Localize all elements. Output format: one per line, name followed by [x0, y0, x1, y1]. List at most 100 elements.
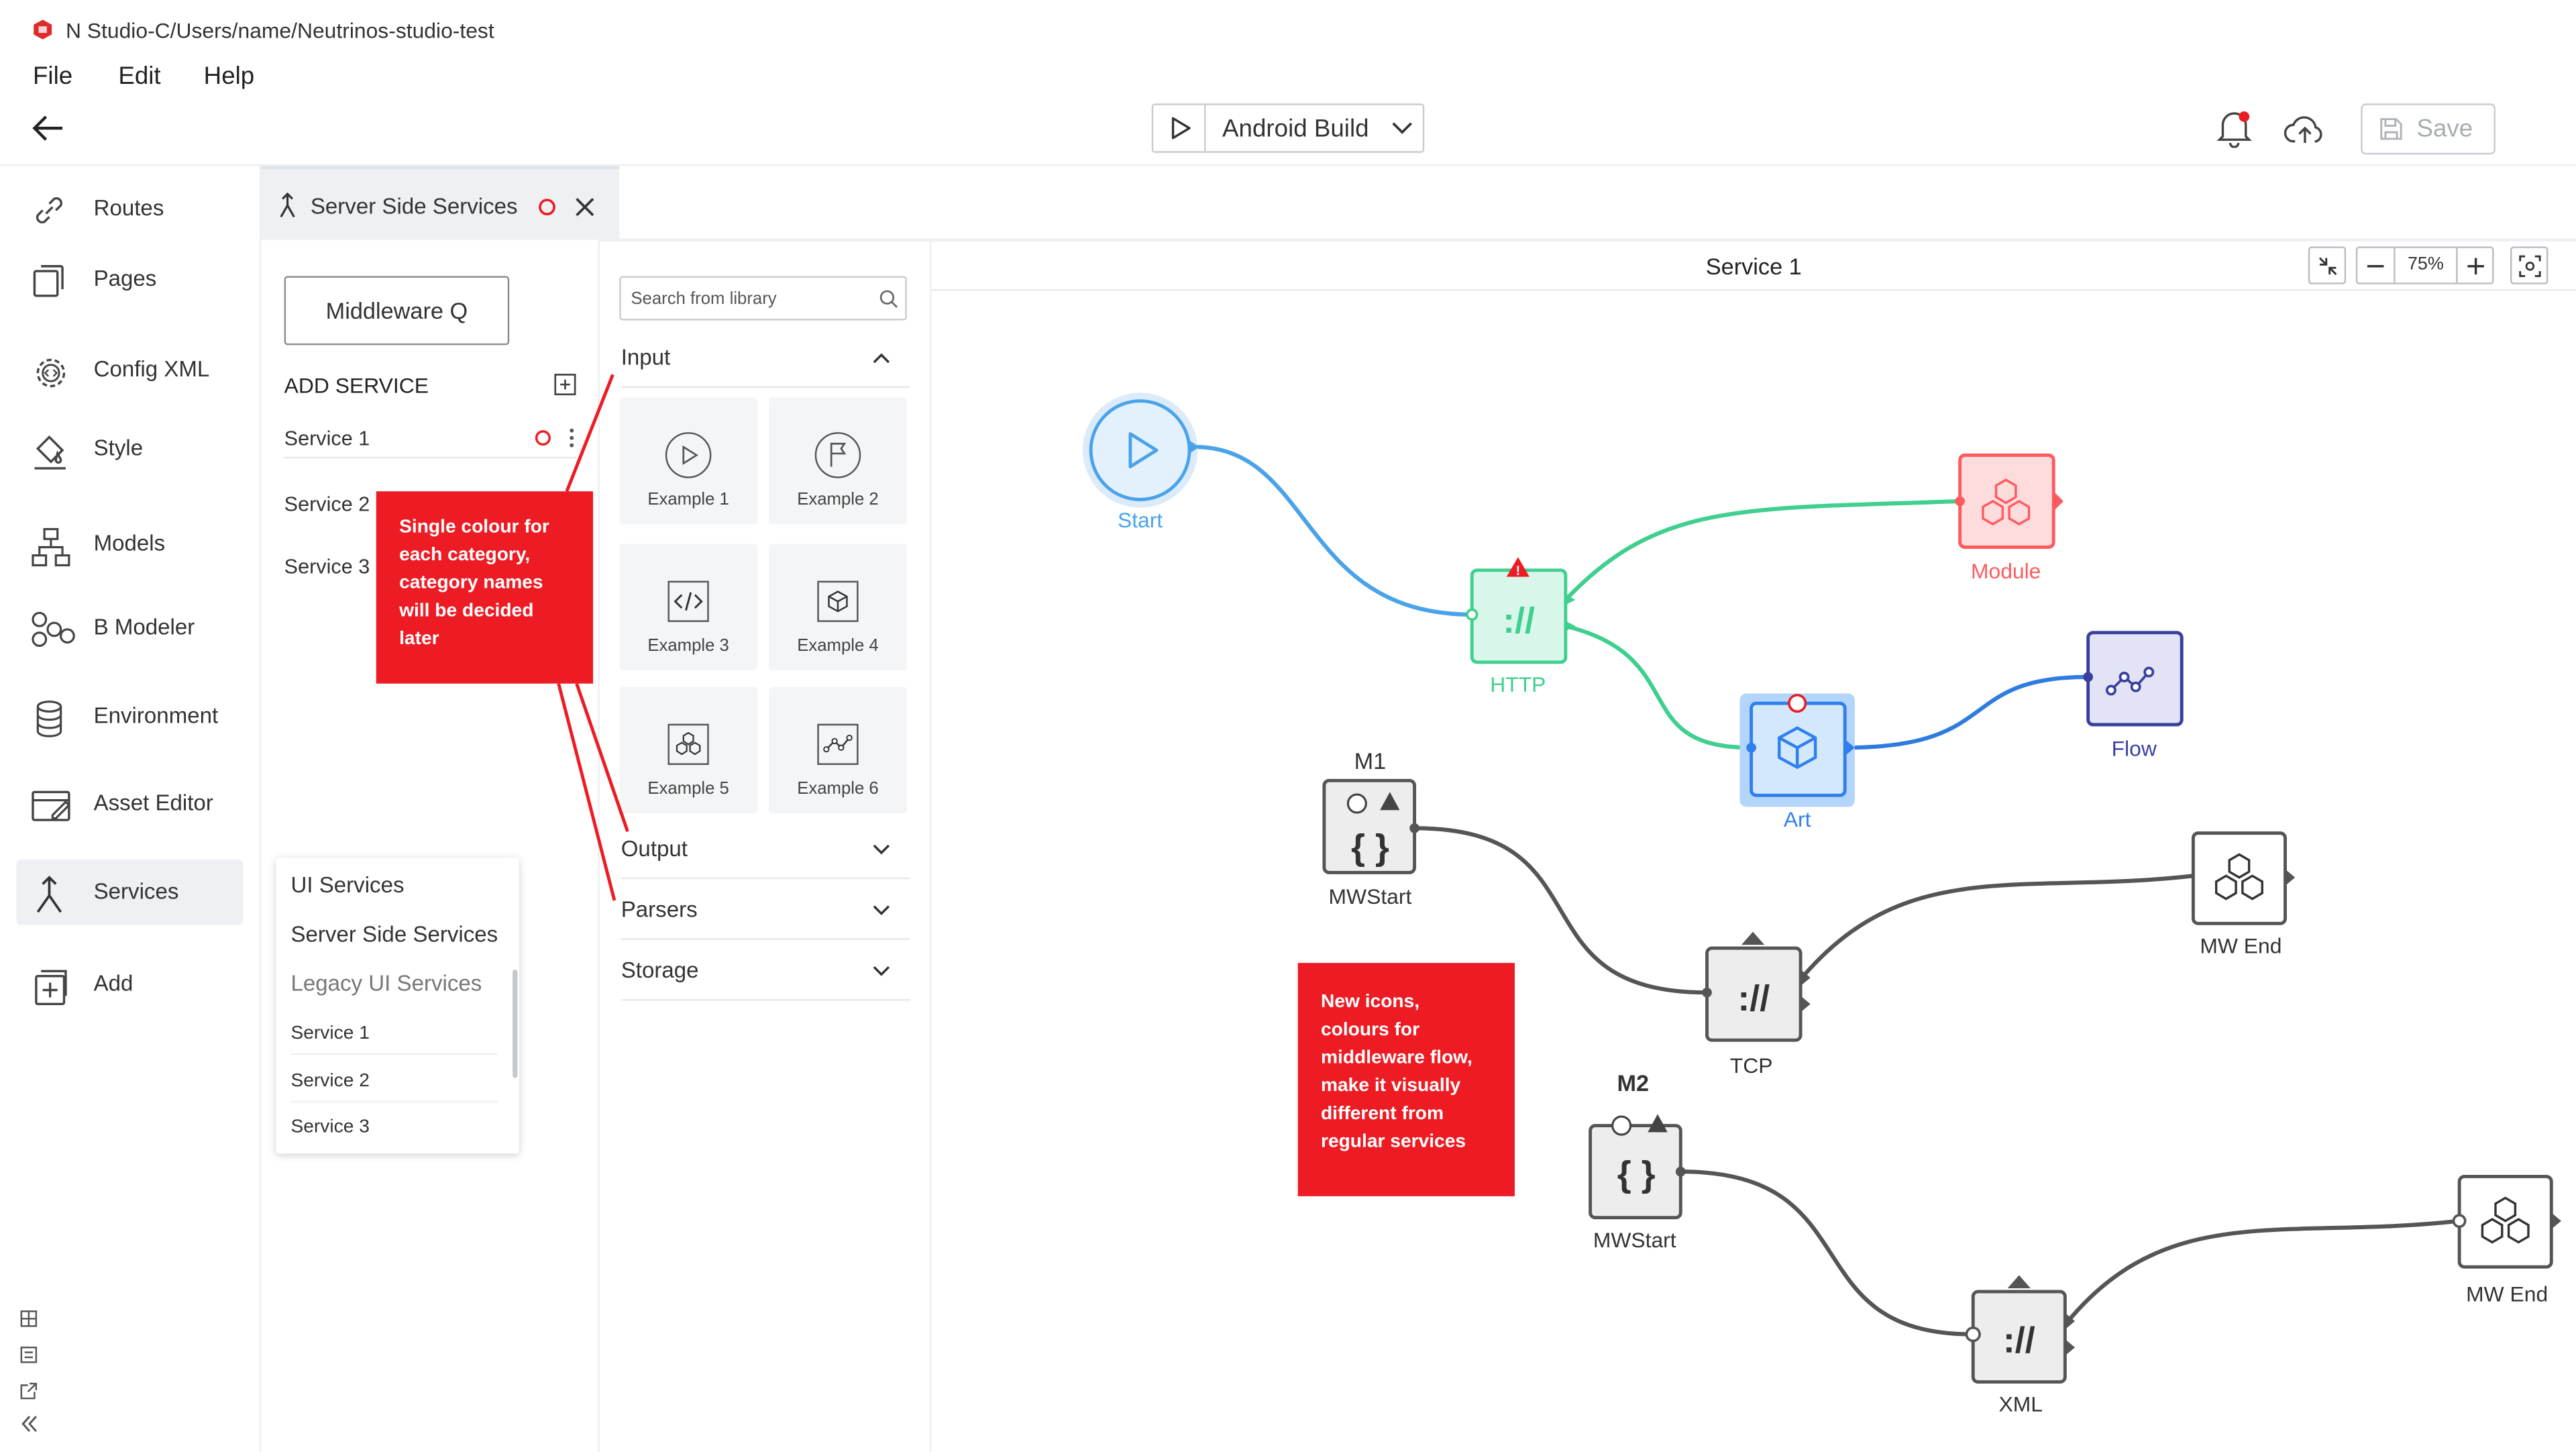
xml-node[interactable]: ://	[1965, 1275, 2076, 1384]
zoom-out-button[interactable]	[2357, 248, 2396, 283]
sidebar-item-models[interactable]: Models	[16, 511, 243, 577]
library-tile-example-3[interactable]: Example 3	[619, 543, 757, 671]
library-search-input[interactable]: Search from library	[619, 276, 907, 321]
flow-canvas[interactable]: :// !	[932, 293, 2576, 1452]
warning-icon	[1380, 792, 1400, 811]
note-leader-lines	[557, 374, 629, 901]
category-label: Output	[621, 836, 688, 862]
dropdown-item-legacy-ui-services[interactable]: Legacy UI Services	[290, 971, 482, 996]
library-category-output[interactable]: Output	[621, 820, 910, 880]
more-vertical-icon[interactable]	[568, 427, 575, 449]
library-category-parsers[interactable]: Parsers	[621, 881, 910, 940]
sidebar-item-style[interactable]: Style	[16, 416, 243, 482]
library-category-input[interactable]: Input	[621, 329, 910, 388]
dropdown-item-server-side-services[interactable]: Server Side Services	[290, 921, 498, 947]
protocol-icon: ://	[1737, 978, 1770, 1019]
connection-mwstart2-xml[interactable]	[1680, 1170, 1974, 1337]
sidebar-item-routes[interactable]: Routes	[16, 176, 243, 242]
save-button[interactable]: Save	[2361, 103, 2496, 155]
service-item[interactable]: Service 1	[284, 427, 370, 451]
node-group-label-m2: M2	[1617, 1070, 1650, 1096]
library-tile-example-4[interactable]: Example 4	[769, 543, 907, 671]
module-node[interactable]	[1955, 453, 2063, 549]
window-title: N Studio-C/Users/name/Neutrinos-studio-t…	[65, 17, 494, 43]
dropdown-item-ui-services[interactable]: UI Services	[290, 872, 405, 898]
middleware-button[interactable]: Middleware Q	[284, 276, 510, 346]
merge-arrow-icon	[36, 876, 62, 913]
mwstart2-node[interactable]: { }	[1589, 1114, 1686, 1220]
services-panel-tab[interactable]: Server Side Services	[261, 166, 620, 239]
library-tile-example-5[interactable]: Example 5	[619, 686, 757, 814]
http-node[interactable]: :// !	[1466, 557, 1576, 664]
sidebar-item-environment[interactable]: Environment	[16, 684, 243, 749]
sidebar-item-label: Environment	[93, 703, 219, 728]
mwend1-node[interactable]	[2191, 831, 2296, 925]
cloud-upload-icon[interactable]	[2284, 112, 2326, 148]
sidebar-item-config-xml[interactable]: Config XML	[16, 337, 243, 403]
braces-icon: { }	[1351, 827, 1389, 868]
sidebar-item-asset-editor[interactable]: Asset Editor	[16, 771, 243, 837]
dropdown-sub-item[interactable]: Service 3	[290, 1117, 370, 1137]
library-tile-example-2[interactable]: Example 2	[769, 397, 907, 525]
art-node[interactable]	[1739, 693, 1855, 807]
sidebar-item-b-modeler[interactable]: B Modeler	[16, 595, 243, 661]
screenshot-button[interactable]	[2510, 246, 2548, 284]
sidebar-item-pages[interactable]: Pages	[16, 246, 243, 312]
unsaved-indicator-icon	[539, 199, 555, 215]
connection-mwstart1-tcp[interactable]	[1414, 826, 1707, 995]
category-label: Parsers	[621, 897, 698, 922]
close-icon[interactable]	[574, 195, 596, 218]
add-square-icon[interactable]	[553, 373, 576, 396]
braces-icon: { }	[1617, 1154, 1656, 1194]
service-item[interactable]: Service 3	[284, 555, 370, 579]
mwend2-node[interactable]	[2452, 1175, 2561, 1269]
image-edit-icon	[32, 790, 71, 821]
zoom-control: 75%	[2355, 246, 2494, 284]
sidebar-divider	[259, 164, 262, 1452]
dropdown-sub-item[interactable]: Service 2	[290, 1072, 498, 1103]
panel-tab-label: Server Side Services	[310, 193, 518, 219]
collapse-icon[interactable]	[19, 1415, 38, 1433]
sidebar-item-label: Asset Editor	[93, 790, 213, 815]
zoom-in-button[interactable]	[2456, 248, 2493, 283]
sidebar-item-add[interactable]: Add	[16, 951, 243, 1017]
list-icon[interactable]	[19, 1346, 38, 1364]
zoom-level: 75%	[2407, 254, 2444, 274]
library-tile-example-6[interactable]: Example 6	[769, 686, 907, 814]
library-tile-example-1[interactable]: Example 1	[619, 397, 757, 525]
connection-http-module[interactable]	[1564, 499, 1960, 601]
dropdown-scrollbar[interactable]	[513, 969, 518, 1078]
start-node[interactable]	[1082, 393, 1199, 508]
flow-node[interactable]	[2083, 631, 2184, 727]
grid-icon[interactable]	[19, 1310, 38, 1328]
service-item[interactable]: Service 2	[284, 492, 370, 516]
connection-http-art[interactable]	[1565, 624, 1752, 750]
connection-xml-mwend2[interactable]	[2065, 1218, 2460, 1325]
connection-tcp-mwend1[interactable]	[1799, 874, 2194, 981]
run-button[interactable]	[1153, 105, 1206, 152]
fit-to-screen-button[interactable]	[2308, 246, 2347, 284]
connection-art-flow[interactable]	[1845, 674, 2088, 750]
library-category-storage[interactable]: Storage	[621, 941, 910, 1001]
back-arrow-icon[interactable]	[30, 112, 66, 145]
code-icon	[667, 580, 709, 622]
node-label-module: Module	[1970, 558, 2041, 584]
external-link-icon[interactable]	[19, 1382, 38, 1400]
dropdown-sub-item[interactable]: Service 1	[290, 1024, 498, 1055]
connection-start-http[interactable]	[1194, 445, 1472, 617]
tile-label: Example 3	[647, 635, 729, 656]
bell-icon[interactable]	[2216, 109, 2253, 148]
build-selector[interactable]: Android Build	[1151, 103, 1425, 153]
service-type-dropdown: UI Services Server Side Services Legacy …	[276, 858, 519, 1154]
menu-help[interactable]: Help	[203, 62, 255, 91]
menu-edit[interactable]: Edit	[118, 62, 161, 91]
flow-graph-icon	[817, 723, 859, 766]
unsaved-indicator-icon	[535, 430, 551, 446]
sidebar-item-services[interactable]: Services	[16, 859, 244, 925]
sidebar-item-label: Pages	[93, 266, 157, 291]
divider	[284, 456, 577, 459]
tcp-node[interactable]: ://	[1702, 931, 1811, 1042]
menu-file[interactable]: File	[32, 62, 73, 91]
cubes-icon	[667, 723, 709, 766]
mwstart1-node[interactable]: { }	[1322, 778, 1419, 874]
